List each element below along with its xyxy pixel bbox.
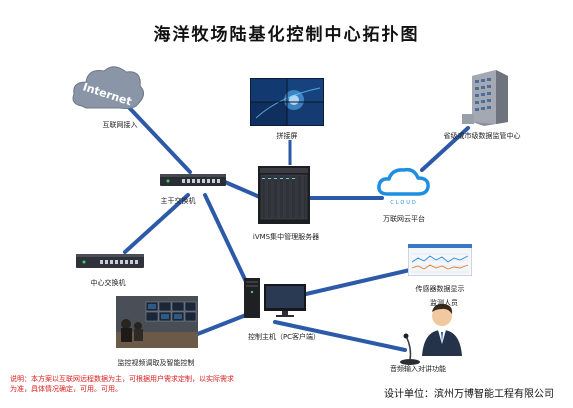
internet-label: 互联网接入 (102, 121, 138, 129)
sensor-monitor-node (407, 243, 473, 277)
microphone-node (396, 332, 424, 366)
link-internet-core (120, 98, 192, 174)
link-host-voice (273, 320, 407, 352)
video-wall-node (250, 78, 324, 126)
svg-text:CLOUD: CLOUD (390, 200, 418, 206)
ivms-server-label: iVMS集中管理服务器 (252, 233, 320, 241)
center-switch-label: 中心交换机 (90, 279, 126, 287)
design-note: 说明：本方案以互联网远程数据为主，可根据用户需求定制，以实际需求为准，具体情况确… (10, 375, 234, 393)
control-room-icon (116, 296, 198, 348)
desktop-pc-icon (244, 278, 306, 318)
cloud-platform-label: 万联网云平台 (383, 215, 425, 223)
footer-label: 设计单位： (384, 389, 434, 400)
monitoring-center-label: 省级或市级数据监管中心 (443, 132, 521, 140)
operator-label: 监测人员 (430, 299, 458, 307)
control-host-label: 控制主机（PC客户端） (247, 333, 321, 341)
cloud-platform-icon: CLOUD (377, 167, 430, 206)
voice-input-label: 音频输入对讲功能 (390, 365, 446, 373)
internet-cloud-icon: Internet (72, 66, 144, 109)
sensor-chart-icon (407, 243, 473, 277)
page-title: 海洋牧场陆基化控制中心拓扑图 (153, 25, 420, 45)
cloud-platform-node: CLOUD (376, 166, 432, 206)
video-control-node (116, 296, 198, 348)
link-host-video (193, 313, 248, 337)
video-wall-icon (250, 78, 324, 126)
link-core-host (203, 193, 252, 292)
core-switch-label: 主干交换机 (160, 197, 196, 205)
link-core-center (123, 193, 190, 254)
network-switch-icon (160, 174, 226, 186)
microphone-icon (400, 333, 420, 365)
designer-footer: 设计单位：滨州万博智能工程有限公司 (384, 385, 554, 400)
sensor-monitor-label: 传感器数据显示 (415, 285, 465, 293)
link-core-server (223, 180, 264, 200)
center-switch-node (76, 252, 144, 270)
operator-node (420, 300, 468, 356)
video-wall-label: 拼接屏 (276, 132, 298, 140)
network-switch-icon (76, 254, 144, 268)
video-control-label: 监控视频调取及智能控制 (117, 359, 195, 367)
link-cloud-center (420, 126, 470, 172)
control-host-node (244, 278, 308, 318)
operator-person-icon (422, 303, 462, 356)
internet-node: Internet (68, 62, 148, 114)
server-chassis-icon (258, 166, 310, 224)
core-switch-node (160, 172, 226, 188)
ivms-server-node (258, 166, 310, 224)
monitoring-center-node (462, 70, 510, 126)
footer-company: 滨州万博智能工程有限公司 (434, 389, 554, 400)
building-icon (462, 70, 508, 126)
